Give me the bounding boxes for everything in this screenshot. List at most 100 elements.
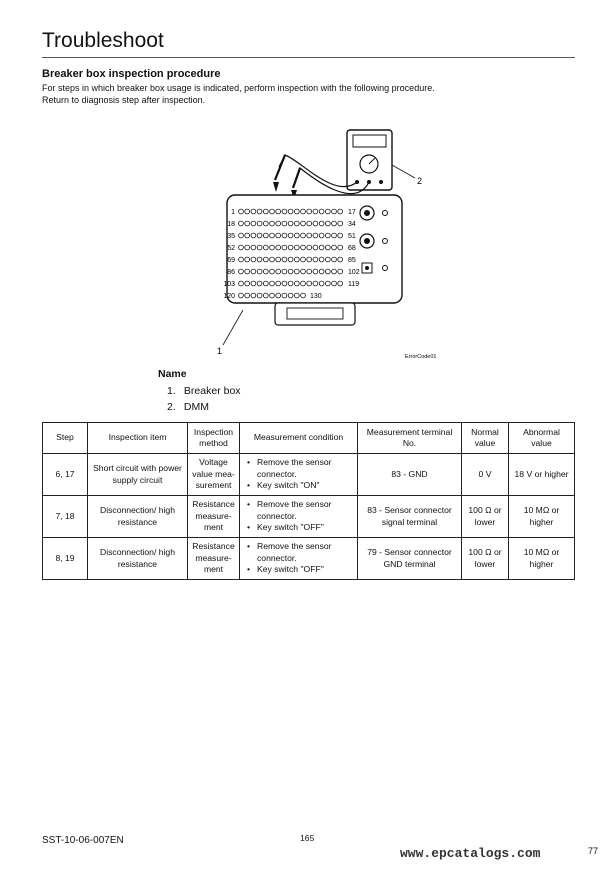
- row-end-label: 51: [348, 233, 356, 240]
- connector-pin: [300, 220, 306, 227]
- column-header: Measurement terminal No.: [357, 422, 462, 454]
- row-end-label: 102: [348, 269, 360, 276]
- column-header: Step: [42, 422, 88, 454]
- connector-pin: [325, 220, 331, 227]
- callout-box: 1: [217, 346, 222, 356]
- connector-pin: [294, 232, 300, 239]
- connector-pin: [337, 256, 344, 263]
- connector-pin: [256, 292, 263, 299]
- connector-pin: [281, 244, 288, 251]
- connector-pin: [238, 268, 244, 275]
- connector-pin: [244, 220, 250, 227]
- title-divider: [42, 57, 575, 58]
- connector-pin: [269, 280, 275, 287]
- connector-pin: [287, 280, 294, 287]
- connector-pin: [294, 280, 300, 287]
- connector-pin: [331, 220, 337, 227]
- connector-pin: [318, 280, 325, 287]
- connector-pin: [294, 256, 300, 263]
- connector-pin: [300, 208, 306, 215]
- connector-pin: [312, 208, 319, 215]
- connector-pin: [256, 232, 263, 239]
- connector-pin: [269, 244, 275, 251]
- row-start-labels: 1 18 35 52 69 86 103 120: [223, 209, 235, 300]
- connector-pin: [250, 268, 257, 275]
- site-watermark[interactable]: www.epcatalogs.com: [400, 846, 541, 861]
- connector-pin: [312, 268, 319, 275]
- connector-pin: [325, 268, 331, 275]
- cell-abnormal: 18 V or higher: [508, 453, 575, 496]
- connector-pin: [331, 232, 337, 239]
- connector-pin: [281, 268, 288, 275]
- name-item: 2. DMM: [167, 401, 209, 413]
- connector-pin: [287, 256, 294, 263]
- connector-pin: [244, 268, 250, 275]
- connector-pin: [262, 280, 269, 287]
- intro-line-2: Return to diagnosis step after inspectio…: [42, 95, 206, 105]
- row-label: 69: [227, 257, 235, 264]
- connector-pin: [269, 220, 275, 227]
- connector-pin: [238, 292, 244, 299]
- connector-pin: [275, 268, 281, 275]
- connector-pin: [281, 208, 288, 215]
- connector-pin: [281, 220, 288, 227]
- row-label: 35: [227, 233, 235, 240]
- connector-pin: [238, 232, 244, 239]
- row-end-label: 119: [348, 281, 359, 288]
- column-header: Normal value: [461, 422, 509, 454]
- connector-pin: [256, 256, 263, 263]
- cell-normal: 100 Ω or lower: [461, 537, 509, 580]
- cell-method: Resistance measure-ment: [187, 495, 240, 538]
- row-label: 120: [223, 293, 235, 300]
- cell-condition: Remove the sensor connector.Key switch "…: [239, 537, 358, 580]
- connector-pin: [337, 232, 344, 239]
- cell-step: 6, 17: [42, 453, 88, 496]
- connector-pin: [287, 244, 294, 251]
- callout-dmm: 2: [417, 176, 422, 186]
- figure-code: ErrorCode01: [405, 354, 437, 360]
- row-label: 1: [231, 209, 235, 216]
- connector-pin: [318, 208, 325, 215]
- connector-pin: [331, 256, 337, 263]
- connector-pin: [306, 232, 312, 239]
- connector-pin: [325, 208, 331, 215]
- page-number: 165: [300, 833, 315, 843]
- intro-line-1: For steps in which breaker box usage is …: [42, 83, 435, 93]
- name-item: 1. Breaker box: [167, 385, 241, 397]
- connector-pin: [325, 256, 331, 263]
- connector-pin: [325, 232, 331, 239]
- row-label: 86: [227, 269, 235, 276]
- connector-pin: [294, 292, 300, 299]
- connector-pin: [244, 208, 250, 215]
- document-code: SST-10-06-007EN: [42, 835, 124, 846]
- connector-pin: [325, 280, 331, 287]
- connector-pin: [275, 208, 281, 215]
- cell-abnormal: 10 MΩ or higher: [508, 495, 575, 538]
- row-end-label: 17: [348, 209, 356, 216]
- connector-pin: [262, 256, 269, 263]
- column-header: Measurement condition: [239, 422, 358, 454]
- column-header: Inspection item: [87, 422, 188, 454]
- connector-pin: [250, 208, 257, 215]
- connector-pin: [312, 232, 319, 239]
- connector-pin: [281, 256, 288, 263]
- connector-pin: [238, 256, 244, 263]
- connector-pin: [250, 232, 257, 239]
- connector-pin: [337, 268, 344, 275]
- cell-method: Voltage value mea-surement: [187, 453, 240, 496]
- connector-pin: [331, 280, 337, 287]
- connector-pin: [238, 220, 244, 227]
- connector-pin: [262, 232, 269, 239]
- row-end-label: 85: [348, 257, 356, 264]
- connector-pin: [244, 280, 250, 287]
- connector-pin: [250, 244, 257, 251]
- connector-pin: [238, 244, 244, 251]
- connector-pin: [269, 208, 275, 215]
- connector-pin: [281, 280, 288, 287]
- connector-pin: [269, 268, 275, 275]
- cell-normal: 100 Ω or lower: [461, 495, 509, 538]
- connector-pin: [306, 268, 312, 275]
- connector-pin: [262, 292, 269, 299]
- connector-pin: [318, 268, 325, 275]
- connector-pin: [312, 220, 319, 227]
